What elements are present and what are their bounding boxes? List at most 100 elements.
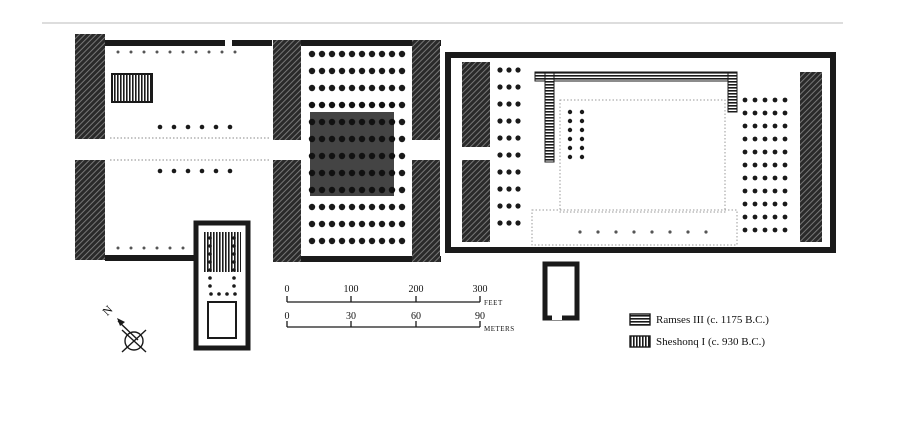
column-dot	[772, 201, 778, 207]
column-dot	[213, 124, 219, 130]
column-dot	[308, 186, 316, 194]
column-dot	[388, 203, 396, 211]
column-dot	[567, 154, 573, 160]
column-dot	[515, 220, 521, 226]
meters-tick-2: 60	[411, 311, 421, 322]
column-dot	[515, 67, 521, 73]
column-dot	[378, 237, 386, 245]
column-dot	[338, 203, 346, 211]
hall-wall-bottom	[301, 256, 441, 262]
column-dot	[225, 292, 229, 296]
column-dot	[388, 220, 396, 228]
column-dot	[181, 246, 185, 250]
column-dot	[168, 246, 172, 250]
column-dot	[567, 118, 573, 124]
column-dot	[762, 136, 768, 142]
column-dot	[171, 168, 177, 174]
column-dot	[782, 201, 788, 207]
column-dot	[506, 152, 512, 158]
column-dot	[378, 118, 386, 126]
column-dot	[157, 168, 163, 174]
column-dot	[328, 152, 336, 160]
column-dot	[752, 136, 758, 142]
column-dot	[348, 84, 356, 92]
column-dot	[497, 152, 503, 158]
column-dot	[782, 136, 788, 142]
meters-tick-3: 90	[475, 311, 485, 322]
column-dot	[742, 97, 748, 103]
column-dot	[338, 50, 346, 58]
column-dot	[762, 162, 768, 168]
column-dot	[497, 118, 503, 124]
column-dot	[194, 50, 198, 54]
column-dot	[752, 123, 758, 129]
column-dot	[782, 214, 788, 220]
column-dot	[378, 50, 386, 58]
column-dot	[668, 230, 672, 234]
column-dot	[506, 84, 512, 90]
column-dot	[232, 236, 236, 240]
column-dot	[398, 203, 406, 211]
column-dot	[328, 84, 336, 92]
column-dot	[338, 152, 346, 160]
column-dot	[208, 252, 212, 256]
first-pylon-south	[75, 160, 105, 260]
column-dot	[318, 118, 326, 126]
meters-tick-0: 0	[285, 311, 290, 322]
column-dot	[207, 50, 211, 54]
column-dot	[762, 149, 768, 155]
column-dot	[368, 50, 376, 58]
column-dot	[358, 50, 366, 58]
column-dot	[328, 237, 336, 245]
legend: Ramses III (c. 1175 B.C.) Sheshonq I (c.…	[629, 313, 769, 348]
column-dot	[742, 214, 748, 220]
feet-tick-0: 0	[285, 284, 290, 295]
column-dot	[348, 203, 356, 211]
column-dot	[578, 230, 582, 234]
column-dot	[232, 276, 236, 280]
column-dot	[328, 101, 336, 109]
column-dot	[338, 67, 346, 75]
eastern-complex	[445, 52, 836, 321]
column-dot	[232, 268, 236, 272]
column-dot	[752, 110, 758, 116]
feet-unit: FEET	[484, 299, 503, 307]
column-dot	[142, 246, 146, 250]
column-dot	[398, 169, 406, 177]
column-dot	[358, 84, 366, 92]
column-dot	[388, 152, 396, 160]
column-dot	[398, 135, 406, 143]
column-dot	[515, 169, 521, 175]
column-dot	[181, 50, 185, 54]
feet-tick-1: 100	[344, 284, 359, 295]
column-dot	[199, 168, 205, 174]
column-dot	[506, 67, 512, 73]
column-dot	[233, 292, 237, 296]
column-dot	[338, 101, 346, 109]
column-dot	[378, 135, 386, 143]
column-dot	[358, 203, 366, 211]
column-dot	[338, 118, 346, 126]
column-dot	[348, 67, 356, 75]
column-dot	[398, 84, 406, 92]
column-dot	[497, 84, 503, 90]
column-dot	[358, 101, 366, 109]
column-dot	[171, 124, 177, 130]
column-dot	[772, 214, 778, 220]
column-dot	[772, 97, 778, 103]
column-dot	[506, 118, 512, 124]
column-dot	[752, 97, 758, 103]
column-dot	[742, 227, 748, 233]
column-dot	[129, 246, 133, 250]
hall-wall-east-north	[412, 40, 440, 140]
column-dot	[348, 135, 356, 143]
column-dot	[515, 118, 521, 124]
column-dot	[782, 162, 788, 168]
legend-swatch-sheshonq	[629, 335, 651, 348]
column-dot	[348, 118, 356, 126]
column-dot	[515, 152, 521, 158]
column-dot	[388, 84, 396, 92]
column-dot	[398, 152, 406, 160]
column-dot	[168, 50, 172, 54]
column-dot	[308, 203, 316, 211]
